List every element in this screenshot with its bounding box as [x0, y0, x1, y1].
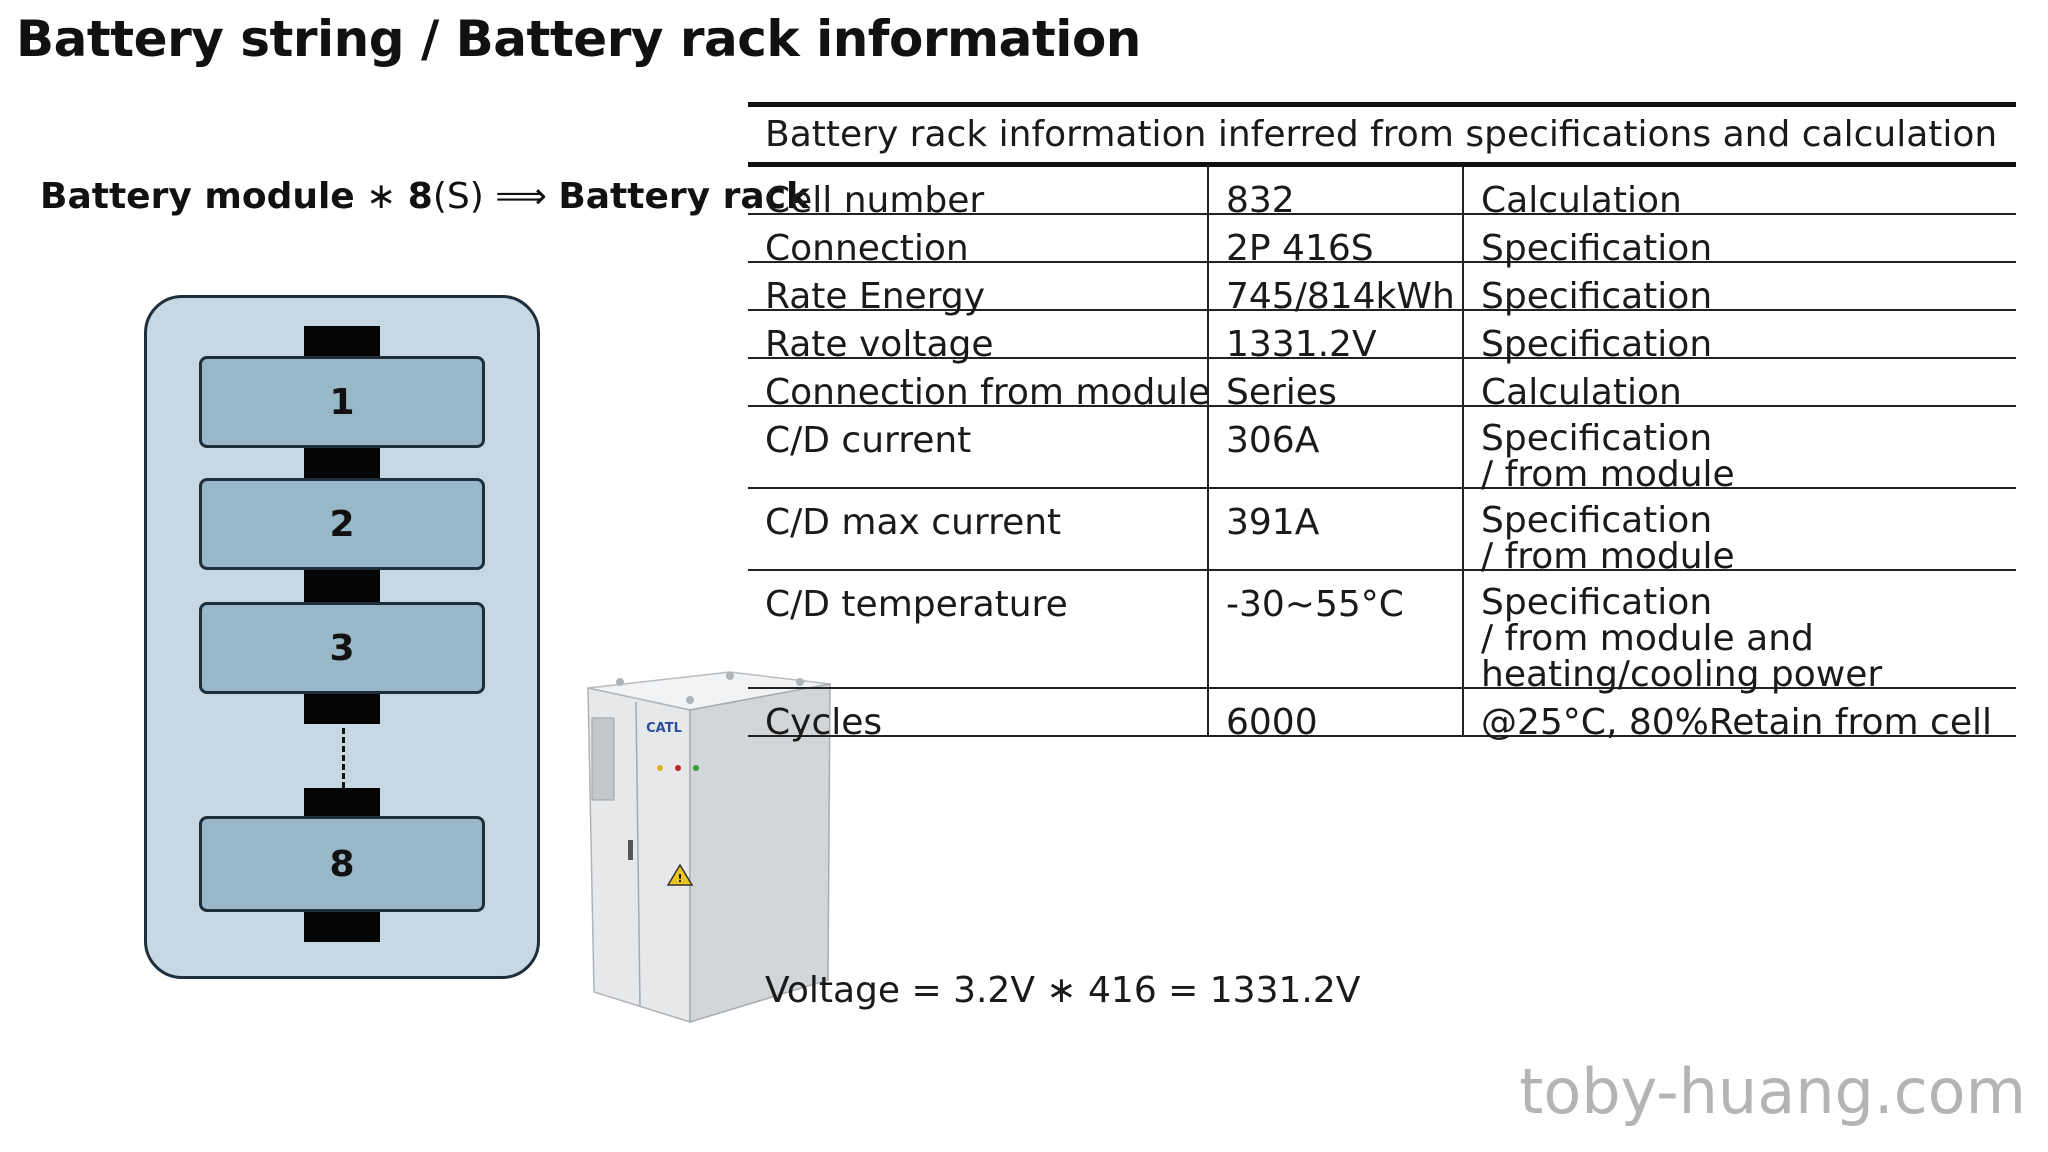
module-terminal [304, 694, 380, 724]
formula-series: (S) [432, 176, 484, 217]
row-source-line: Specification [1481, 324, 1713, 365]
formula-multiply: ∗ [366, 176, 397, 217]
row-source-line: Specification [1481, 418, 1713, 459]
row-value: 2P 416S [1209, 215, 1464, 269]
row-label: C/D temperature [748, 571, 1209, 687]
module-terminal [304, 912, 380, 942]
battery-module-2: 2 [199, 478, 485, 570]
svg-text:!: ! [677, 872, 682, 885]
row-value: 6000 [1209, 689, 1464, 743]
row-value: 832 [1209, 167, 1464, 221]
row-value: 391A [1209, 489, 1464, 569]
battery-module-1: 1 [199, 356, 485, 448]
module-terminal [304, 448, 380, 478]
formula-module: Battery module [40, 176, 355, 217]
row-source-line: Specification [1481, 228, 1713, 269]
row-source-line: Specification [1481, 276, 1713, 317]
module-terminal [304, 326, 380, 358]
row-source-line: / from module [1481, 536, 1735, 577]
cabinet-brand-logo: CATL [646, 721, 682, 736]
row-source-line: Calculation [1481, 372, 1682, 413]
battery-module-8: 8 [199, 816, 485, 912]
row-source: Specification/ from module [1464, 407, 2016, 493]
module-terminal [304, 788, 380, 816]
row-label: Connection [748, 215, 1209, 269]
formula-arrow: ⟹ [495, 176, 547, 217]
battery-rack-diagram: 1 2 3 8 [144, 295, 540, 979]
row-value: 1331.2V [1209, 311, 1464, 365]
row-label: Rate Energy [748, 263, 1209, 317]
row-source-line: / from module and [1481, 618, 1814, 659]
module-terminal [304, 570, 380, 602]
row-source: Specification [1464, 263, 2016, 317]
row-label: Rate voltage [748, 311, 1209, 365]
row-source: @25°C, 80%Retain from cell [1464, 689, 2016, 743]
table-caption: Battery rack information inferred from s… [748, 107, 2016, 167]
battery-module-3: 3 [199, 602, 485, 694]
row-source-line: / from module [1481, 454, 1735, 495]
row-source-line: Specification [1481, 582, 1713, 623]
row-value: 306A [1209, 407, 1464, 487]
row-value: Series [1209, 359, 1464, 413]
formula-count: 8 [407, 176, 433, 217]
battery-cabinet-image: CATL ! [587, 671, 831, 1024]
row-value: -30~55°C [1209, 571, 1464, 687]
row-source-line: Specification [1481, 500, 1713, 541]
row-source: Calculation [1464, 359, 2016, 413]
row-source: Calculation [1464, 167, 2016, 221]
module-ellipsis-line [342, 728, 345, 788]
row-source-line: @25°C, 80%Retain from cell [1481, 702, 1992, 743]
row-source: Specification [1464, 311, 2016, 365]
page-title: Battery string / Battery rack informatio… [16, 10, 1141, 68]
row-label: Cell number [748, 167, 1209, 221]
rack-info-table: Battery rack information inferred from s… [748, 102, 2016, 743]
row-source-line: heating/cooling power [1481, 654, 1883, 695]
row-label: C/D current [748, 407, 1209, 487]
row-label: Cycles [748, 689, 1209, 743]
formula-rack: Battery rack [558, 176, 810, 217]
row-label: Connection from module [748, 359, 1210, 413]
voltage-formula: Voltage = 3.2V ∗ 416 = 1331.2V [765, 970, 1361, 1011]
site-watermark: toby-huang.com [1519, 1055, 2026, 1128]
rack-formula-label: Battery module ∗ 8(S) ⟹ Battery rack [40, 176, 810, 217]
row-source: Specification [1464, 215, 2016, 269]
row-value: 745/814kWh [1209, 263, 1464, 317]
row-source-line: Calculation [1481, 180, 1682, 221]
row-source: Specification/ from module [1464, 489, 2016, 575]
row-label: C/D max current [748, 489, 1209, 569]
